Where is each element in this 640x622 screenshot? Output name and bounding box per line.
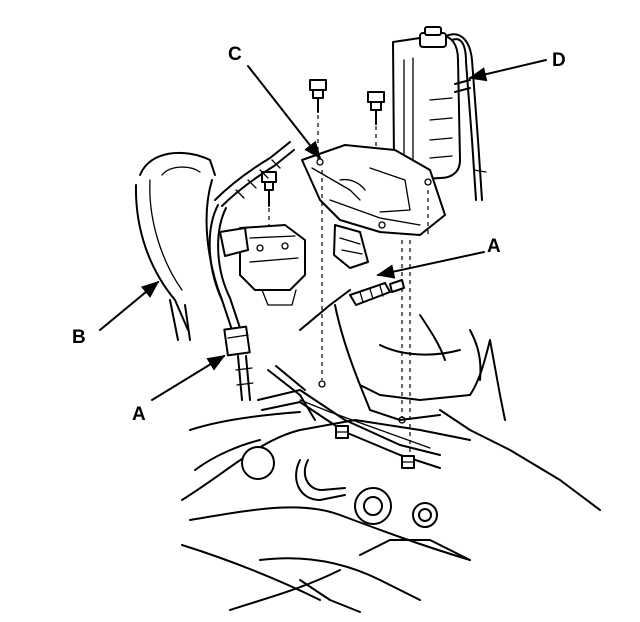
bracket [301, 144, 446, 269]
bolt-upper-right [367, 91, 385, 125]
alignment-lines [268, 115, 429, 455]
wiring-harness [208, 141, 351, 401]
leader-d [468, 59, 547, 82]
intake-hose [134, 151, 223, 341]
rail-bolt-right [401, 455, 415, 469]
strut-tower [318, 304, 601, 511]
leader-b [99, 280, 160, 331]
leader-a-lower [151, 355, 226, 401]
callout-a-lower: A [132, 404, 146, 425]
connector-upper [349, 279, 405, 306]
rail-bolt-left [335, 425, 349, 439]
engine-block [181, 411, 471, 613]
coolant-reservoir [392, 26, 487, 201]
callout-b: B [72, 327, 86, 348]
mounting-rail [257, 365, 441, 469]
callout-a-upper: A [487, 236, 501, 257]
leader-a-upper [376, 251, 485, 279]
bolt-upper-left [309, 79, 327, 113]
leader-lines [99, 59, 547, 401]
leader-c [247, 65, 322, 160]
bolt-lower-left [261, 171, 277, 207]
sensor-module [219, 224, 306, 306]
callout-d: D [552, 50, 566, 71]
callout-c: C [228, 44, 242, 65]
